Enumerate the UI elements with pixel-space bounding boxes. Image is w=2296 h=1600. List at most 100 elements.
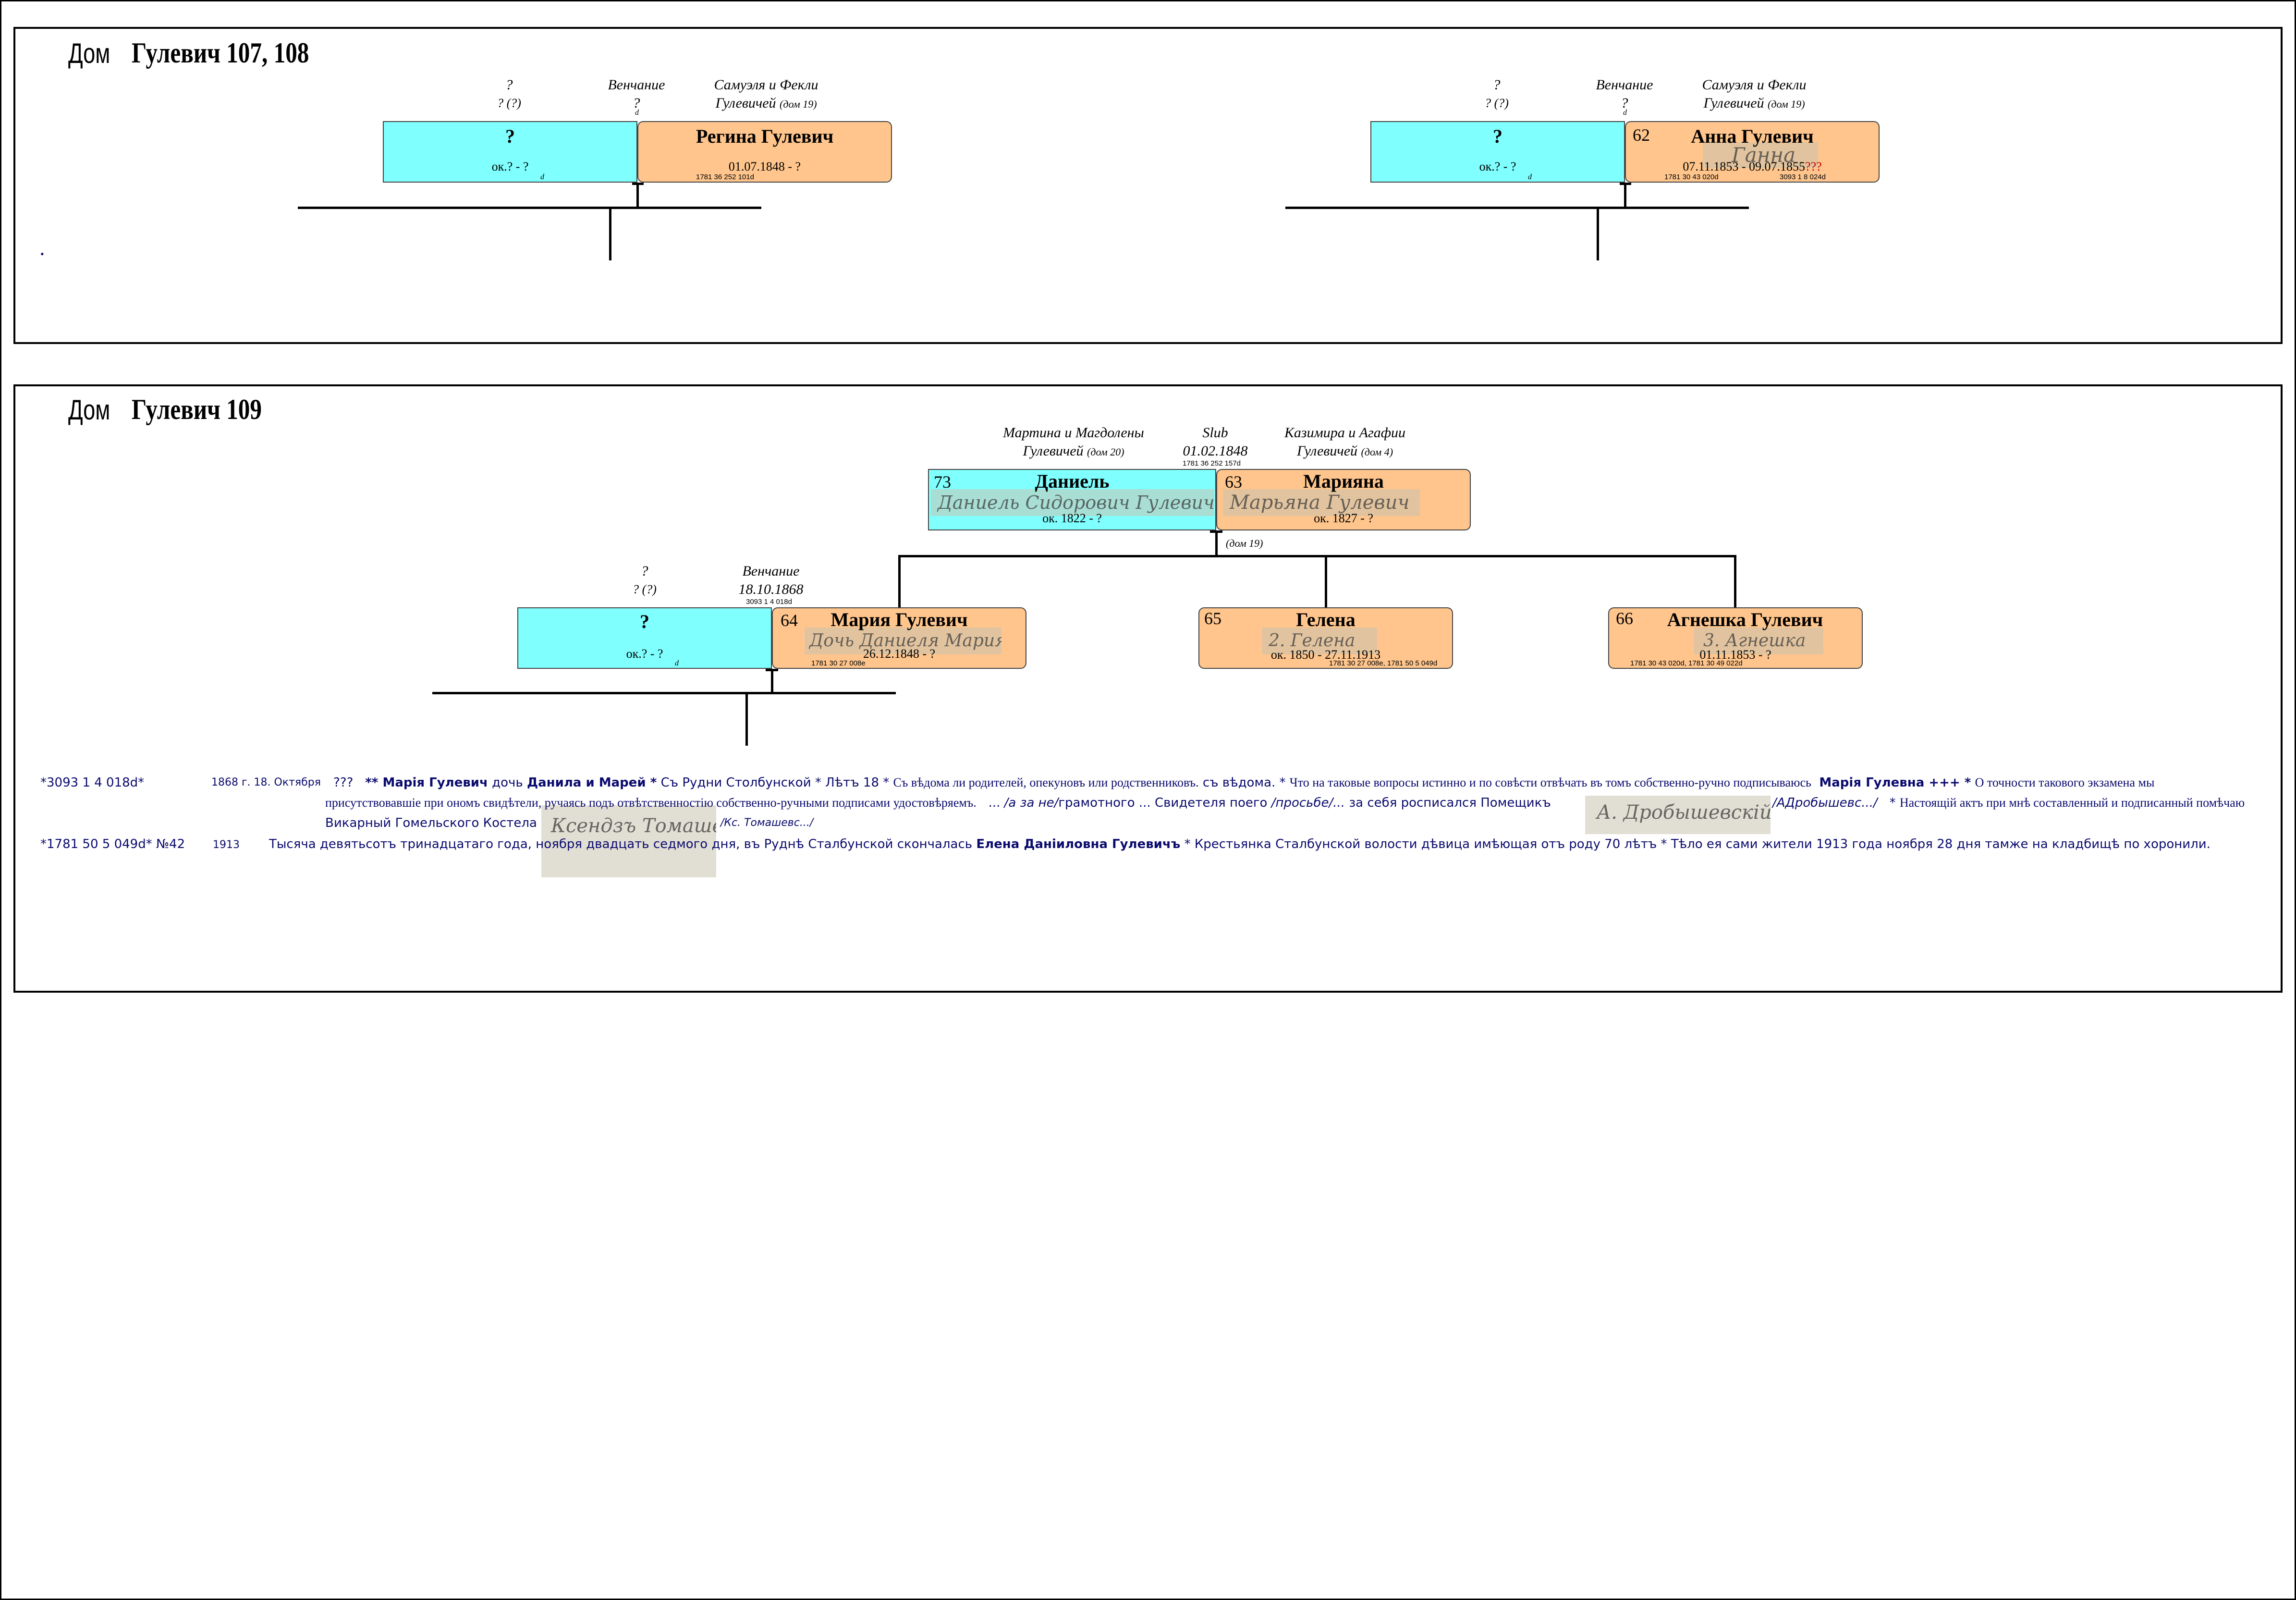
parents-mariyana: Казимира и Агафии Гулевичей (дом 4)	[1249, 424, 1441, 461]
person-name: Даниель	[1035, 470, 1110, 492]
person-dates: ок. 1827 - ?	[1314, 511, 1373, 525]
note-text: дочь	[492, 775, 523, 790]
marriage-archive-ref: 3093 1 4 018d	[746, 598, 792, 606]
parents-left-f2: ? ? (?)	[1473, 76, 1521, 112]
note-line-3b: /Кс. Томашевс.../	[721, 817, 814, 829]
person-name: ?	[1493, 125, 1502, 147]
note-line-2: присутствовавшіе при ономъ свидѣтели, ру…	[325, 796, 1551, 810]
connector	[609, 207, 611, 260]
connector	[1624, 183, 1626, 209]
parents-line1: Мартина и Магдолены	[1003, 425, 1144, 441]
note-text: съ вѣдома. *	[1202, 775, 1286, 790]
note-ref-2: *1781 50 5 049d* №42	[40, 837, 185, 851]
parents-house: (дом 4)	[1361, 446, 1393, 458]
signature-image: Ганна	[1703, 142, 1818, 168]
person-dates: ок.? - ?	[491, 160, 529, 173]
parents-line2: Гулевичей (дом 4)	[1249, 442, 1441, 461]
person-archive-ref-2: 3093 1 8 024d	[1780, 173, 1826, 181]
note-signature-name: Марія Гулевна +++ *	[1819, 775, 1971, 790]
marriage-maria: Венчание 18.10.1868	[713, 562, 829, 599]
marriage-top: Slub 01.02.1848	[1158, 424, 1273, 460]
note-line-2b: /АДробышевс.../ * Настоящій актъ при мнѣ…	[1772, 796, 2245, 810]
person-box-agneshka[interactable]: 3. Агнешка 66 Агнешка Гулевич 01.11.1853…	[1608, 607, 1863, 669]
connector	[745, 692, 748, 746]
note-text: /а за не/	[1004, 796, 1059, 810]
person-box-gelena[interactable]: 2. Гелена 65 Гелена ок. 1850 - 27.11.191…	[1198, 607, 1453, 669]
note-text: за себя росписался Помещикъ	[1349, 796, 1551, 810]
child-drop	[1734, 555, 1736, 609]
parents-daniel: Мартина и Магдолены Гулевичей (дом 20)	[975, 424, 1172, 461]
note-text: ...	[988, 796, 1001, 810]
person-box-regina[interactable]: Регина Гулевич 01.07.1848 - ? 1781 36 25…	[637, 121, 892, 183]
note-line-3: Викарный Гомельского Костела	[325, 816, 537, 830]
note-text: /АДробышевс.../	[1772, 796, 1878, 810]
note-text: О точности такового экзамена мы	[1975, 775, 2155, 789]
person-box-anna[interactable]: Ганна 62 Анна Гулевич 07.11.1853 - 09.07…	[1625, 121, 1880, 183]
parents-husband2: ? ? (?)	[621, 562, 669, 599]
person-name: Регина Гулевич	[696, 125, 834, 147]
parents-right-surname: Гулевичей	[715, 95, 776, 111]
person-name: Анна Гулевич	[1691, 125, 1814, 147]
children-bar	[298, 207, 761, 209]
signature-image: Марьяна Гулевич	[1223, 489, 1420, 516]
marriage-f2: Венчание ?	[1586, 76, 1663, 112]
person-number: 65	[1204, 609, 1221, 628]
parents-right-house: (дом 19)	[780, 98, 817, 110]
person-box-husband-f1[interactable]: ? ок.? - ? d	[383, 121, 637, 183]
note-text: Что на таковые вопросы истинно и по совѣ…	[1289, 775, 1811, 789]
parents-line2: Гулевичей (дом 20)	[975, 442, 1172, 461]
connector	[1215, 530, 1218, 557]
parents-left-line1: ?	[1493, 77, 1501, 93]
note-text: *	[1889, 796, 1896, 810]
parents-house: (дом 20)	[1087, 446, 1124, 458]
house-title-word: Дом	[68, 394, 110, 426]
note-date-1: 1868 г. 18. Октября	[211, 776, 321, 788]
parents-line1: Казимира и Агафии	[1284, 425, 1406, 441]
house-frame-109	[13, 384, 2283, 993]
parents-right-house: (дом 19)	[1768, 98, 1805, 110]
house-frame-107-108	[13, 27, 2283, 344]
marriage-f1: Венчание ?	[598, 76, 675, 112]
person-box-husband-maria[interactable]: ? ок.? - ? d	[517, 607, 772, 669]
connector	[636, 183, 639, 209]
person-box-mariyana[interactable]: Марьяна Гулевич 63 Марияна ок. 1827 - ?	[1216, 469, 1471, 530]
person-dates: ок.? - ?	[1479, 160, 1516, 173]
person-archive-ref: 1781 30 43 020d	[1664, 173, 1719, 181]
person-box-husband-f2[interactable]: ? ок.? - ? d	[1370, 121, 1625, 183]
note-name: ** Марія Гулевич	[365, 775, 488, 790]
parents-line1: ?	[641, 563, 648, 579]
person-name: ?	[505, 125, 515, 147]
house-title-word: Дом	[68, 38, 110, 69]
person-name: Агнешка Гулевич	[1667, 609, 1823, 630]
person-number: 62	[1633, 125, 1650, 145]
person-box-daniel[interactable]: Даниель Сидорович Гулевич 73 Даниель ок.…	[928, 469, 1216, 530]
marriage-label: Венчание	[1596, 77, 1653, 93]
note-line-1: ??? ** Марія Гулевич дочь Данила и Марей…	[333, 775, 2154, 790]
note-text: Викарный Гомельского Костела	[325, 816, 537, 830]
person-dates: ок. 1822 - ?	[1042, 511, 1102, 525]
parents-left-f1: ? ? (?)	[485, 76, 533, 112]
marriage-date: ?	[633, 95, 640, 111]
person-dates: 01.11.1853 - ?	[1699, 648, 1771, 662]
person-archive-ref: 1781 30 43 020d, 1781 30 49 022d	[1630, 659, 1743, 667]
children-bar	[1285, 207, 1749, 209]
person-number: 64	[781, 611, 798, 630]
house-title-1: Дом Гулевич 107, 108	[68, 37, 309, 70]
person-box-maria[interactable]: Дочь Даниеля Мария 64 Мария Гулевич 26.1…	[772, 607, 1026, 669]
person-name: Мария Гулевич	[830, 609, 968, 630]
person-dates-uncertain: ???	[1805, 160, 1822, 173]
note-name: Елена Даніиловна Гулевичъ	[976, 837, 1181, 851]
parents-right-f1: Самуэля и Фекли Гулевичей (дом 19)	[687, 76, 845, 113]
children-bar	[432, 692, 896, 694]
marriage-label: Slub	[1202, 425, 1228, 441]
person-number: 73	[934, 472, 951, 492]
note-text: Настоящій актъ при мнѣ составленный и по…	[1899, 796, 2245, 810]
note-text: грамотного ... Свидетеля поего	[1058, 796, 1268, 810]
marriage-mark: d	[1623, 109, 1627, 117]
parents-line2: ? (?)	[633, 582, 657, 596]
child-drop	[898, 555, 901, 609]
note-parents: Данила и Марей *	[526, 775, 657, 790]
signature-image-tomashevsky: Ксендзъ Томашевскій	[541, 805, 716, 877]
connector	[771, 669, 773, 694]
marriage-date: ?	[1621, 95, 1628, 111]
